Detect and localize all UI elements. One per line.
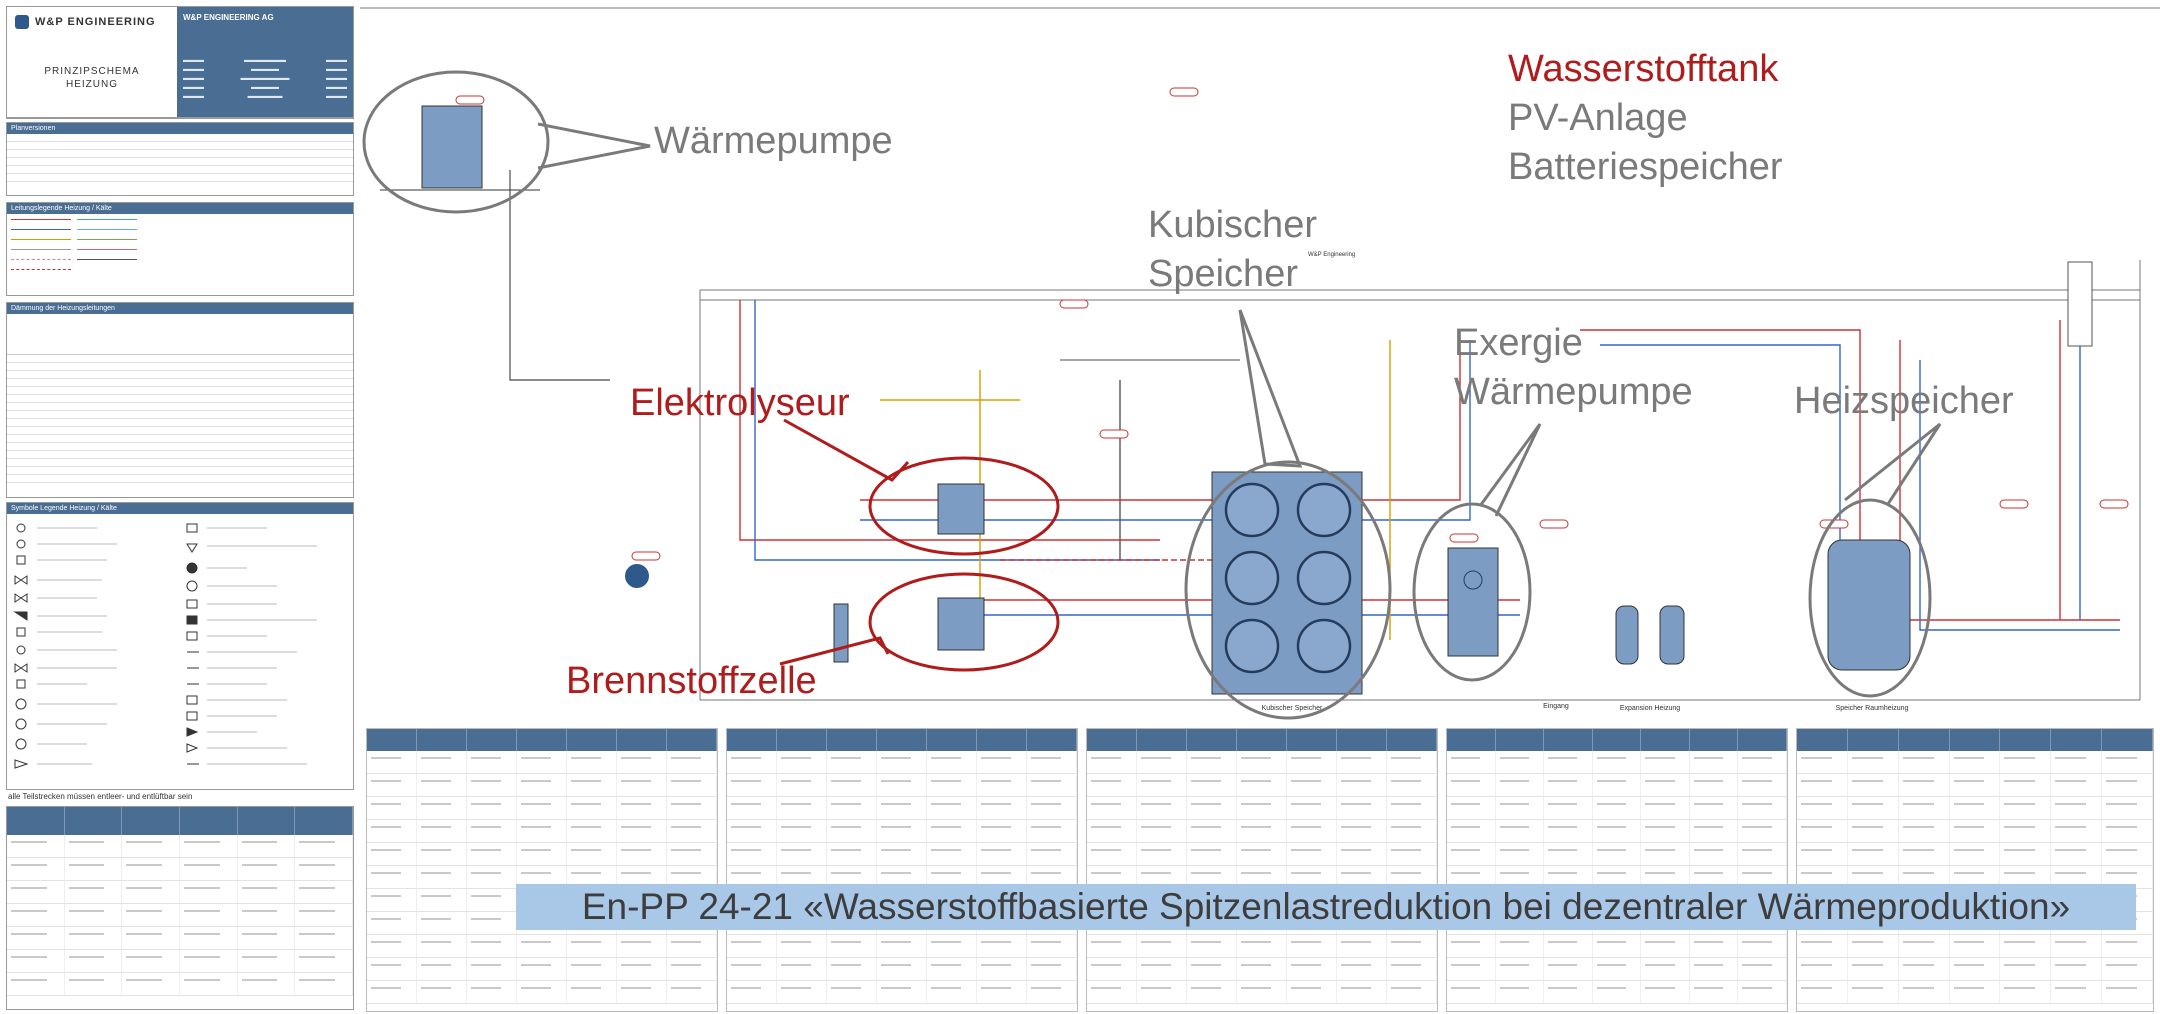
component-table-1 — [366, 728, 718, 1012]
callout-pv-anlage: PV-Anlage — [1508, 97, 1688, 139]
project-title-banner: En-PP 24-21 «Wasserstoffbasierte Spitzen… — [516, 884, 2136, 930]
callout-batteriespeicher: Batteriespeicher — [1508, 146, 1783, 188]
line-legend-panel: Leitungslegende Heizung / Kälte — [6, 202, 354, 296]
component-table-3 — [1086, 728, 1438, 1012]
callout-heizspeicher: Heizspeicher — [1794, 380, 2014, 422]
heat-exchanger — [833, 603, 849, 663]
callout-exergie-waermepumpe: Wärmepumpe — [1454, 371, 1693, 413]
inlet-label: Eingang — [1543, 703, 1569, 710]
fuel-cell-callout-ellipse — [868, 572, 1060, 672]
drainage-note: alle Teilstrecken müssen entleer- und en… — [8, 792, 193, 801]
callout-speicher: Speicher — [1148, 253, 1298, 295]
callout-waermepumpe: Wärmepumpe — [654, 120, 893, 162]
cubic-storage-cells — [1224, 482, 1352, 674]
plan-versions-panel: Planversionen — [6, 122, 354, 196]
company-name: W&P ENGINEERING AG — [183, 13, 274, 22]
expansion-vessel-icon — [625, 564, 649, 588]
outdoor-heat-pump-unit — [421, 105, 483, 189]
expansion-label: Expansion Heizung — [1620, 705, 1680, 712]
cubic-storage-label: Kubischer Speicher — [1262, 705, 1323, 712]
electrolyser-unit — [937, 483, 985, 535]
left-component-table — [6, 806, 354, 1010]
expansion-vessel-1 — [1615, 605, 1639, 665]
project-info: W&P ENGINEERING AG ▬▬▬▬▬▬▬▬▬▬▬▬ ▬▬▬▬▬▬▬▬… — [177, 7, 353, 117]
heating-storage-label: Speicher Raumheizung — [1836, 705, 1909, 712]
exergy-callout-pointer — [1478, 423, 1542, 517]
callout-exergie: Exergie — [1454, 322, 1583, 364]
callout-kubischer: Kubischer — [1148, 204, 1317, 246]
callout-wasserstofftank: Wasserstofftank — [1508, 48, 1779, 90]
company-tag: W&P Engineering — [1308, 252, 1355, 258]
symbol-legend-panel: Symbole Legende Heizung / Kälte — [6, 502, 354, 790]
company-logo-icon — [15, 15, 29, 29]
callout-elektrolyseur: Elektrolyseur — [630, 382, 850, 424]
cubic-storage-callout-ellipse — [1184, 460, 1392, 720]
heating-storage-callout-ellipse — [1808, 498, 1932, 698]
component-table-2 — [726, 728, 1078, 1012]
callout-brennstoffzelle: Brennstoffzelle — [566, 660, 817, 702]
electrolyser-callout-ellipse — [868, 456, 1060, 556]
fuel-cell-unit — [937, 597, 985, 651]
heating-storage-tank — [1827, 539, 1911, 671]
heat-pump-callout-pointer — [537, 122, 651, 170]
pipe-tags — [455, 87, 2129, 561]
insulation-table-panel: Dämmung der Heizungsleitungen — [6, 302, 354, 498]
symbol-legend-graphic — [13, 523, 317, 769]
exergy-heat-pump-unit — [1447, 547, 1499, 657]
project-title: En-PP 24-21 «Wasserstoffbasierte Spitzen… — [581, 886, 2071, 927]
exergy-callout-ellipse — [1412, 502, 1532, 682]
heat-pump-callout-ellipse — [362, 70, 550, 214]
heating-storage-callout-pointer — [1844, 422, 1942, 505]
component-table-5 — [1796, 728, 2154, 1012]
component-table-4 — [1446, 728, 1788, 1012]
heating-schematic: Kubischer Speicher Speicher Raumheizung … — [360, 7, 2160, 720]
drawing-title: PRINZIPSCHEMA HEIZUNG — [44, 66, 140, 90]
fuel-cell-callout-pointer — [779, 636, 890, 666]
electrolyser-callout-pointer — [783, 418, 910, 482]
title-block: W&P ENGINEERING PRINZIPSCHEMA HEIZUNG W&… — [6, 6, 354, 119]
info-box-vertical — [2067, 261, 2093, 347]
cubic-storage-callout-pointer — [1238, 309, 1303, 468]
logo-text: W&P ENGINEERING — [35, 16, 156, 28]
expansion-vessel-2 — [1659, 605, 1685, 665]
